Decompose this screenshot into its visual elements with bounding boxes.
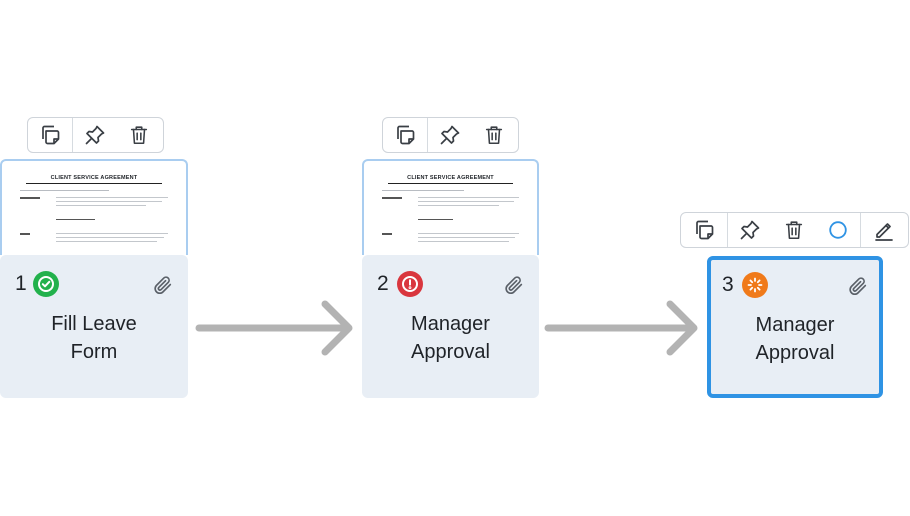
step-label-line-1: Fill Leave <box>51 313 137 335</box>
document-text-line <box>20 190 109 191</box>
duplicate-button[interactable] <box>383 118 427 152</box>
step-label-line-1: Manager <box>755 314 835 336</box>
trash-icon <box>130 126 148 145</box>
step-label: Fill Leave Form <box>0 310 188 366</box>
document-title: CLIENT SERVICE AGREEMENT <box>407 175 494 181</box>
attachment-icon[interactable] <box>152 274 174 296</box>
in-progress-status-icon <box>742 272 768 298</box>
toolbar-divider <box>72 118 73 152</box>
document-clause <box>382 233 519 245</box>
edit-button[interactable] <box>861 213 907 247</box>
step-3-toolbar <box>680 212 909 248</box>
pin-button[interactable] <box>728 213 772 247</box>
loading-spinner-icon <box>747 277 763 293</box>
step-1-card[interactable]: 1 Fill Leave Form <box>0 255 188 398</box>
step-2-card[interactable]: 2 Manager Approval <box>362 255 539 398</box>
pin-icon <box>85 125 105 145</box>
step-label-line-1: Manager <box>411 313 490 335</box>
pin-icon <box>440 125 460 145</box>
duplicate-button[interactable] <box>28 118 72 152</box>
step-label-line-2: Approval <box>411 341 490 363</box>
step-number: 3 <box>722 273 734 296</box>
step-2-toolbar <box>382 117 519 153</box>
alert-circle-icon <box>402 276 418 292</box>
success-status-icon <box>33 271 59 297</box>
step-1-toolbar <box>27 117 164 153</box>
connector-arrow-1-to-2 <box>195 300 353 356</box>
step-label-line-2: Form <box>70 341 118 363</box>
document-clause <box>20 233 168 245</box>
status-toggle-button[interactable] <box>816 213 860 247</box>
step-number: 2 <box>377 272 389 295</box>
trash-icon <box>485 126 503 145</box>
pin-button[interactable] <box>428 118 472 152</box>
duplicate-button[interactable] <box>681 213 727 247</box>
delete-button[interactable] <box>772 213 816 247</box>
document-title-rule <box>26 183 162 184</box>
document-clause <box>20 219 168 223</box>
step-3-card[interactable]: 3 Manager Approval <box>707 256 883 398</box>
step-number: 1 <box>15 272 27 295</box>
check-circle-icon <box>38 276 54 292</box>
copy-icon <box>42 125 60 145</box>
trash-icon <box>785 221 803 240</box>
circle-icon <box>829 221 847 239</box>
document-clause <box>382 197 519 209</box>
toolbar-divider <box>860 213 861 247</box>
document-clause <box>382 219 519 223</box>
step-label: Manager Approval <box>711 311 879 367</box>
pencil-icon <box>875 223 893 241</box>
step-label: Manager Approval <box>362 310 539 366</box>
delete-button[interactable] <box>472 118 516 152</box>
copy-icon <box>696 220 714 240</box>
attachment-icon[interactable] <box>847 275 869 297</box>
step-1-document-preview[interactable]: CLIENT SERVICE AGREEMENT <box>0 159 188 255</box>
step-label-line-2: Approval <box>755 342 835 364</box>
attachment-icon[interactable] <box>503 274 525 296</box>
delete-button[interactable] <box>117 118 161 152</box>
pin-button[interactable] <box>73 118 117 152</box>
connector-arrow-2-to-3 <box>544 300 698 356</box>
document-clause <box>20 197 168 209</box>
document-title-rule <box>388 183 513 184</box>
step-2-document-preview[interactable]: CLIENT SERVICE AGREEMENT <box>362 159 539 255</box>
error-status-icon <box>397 271 423 297</box>
document-text-line <box>382 190 465 191</box>
toolbar-divider <box>427 118 428 152</box>
copy-icon <box>397 125 415 145</box>
toolbar-divider <box>727 213 728 247</box>
pin-icon <box>740 220 760 240</box>
document-title: CLIENT SERVICE AGREEMENT <box>50 175 138 181</box>
